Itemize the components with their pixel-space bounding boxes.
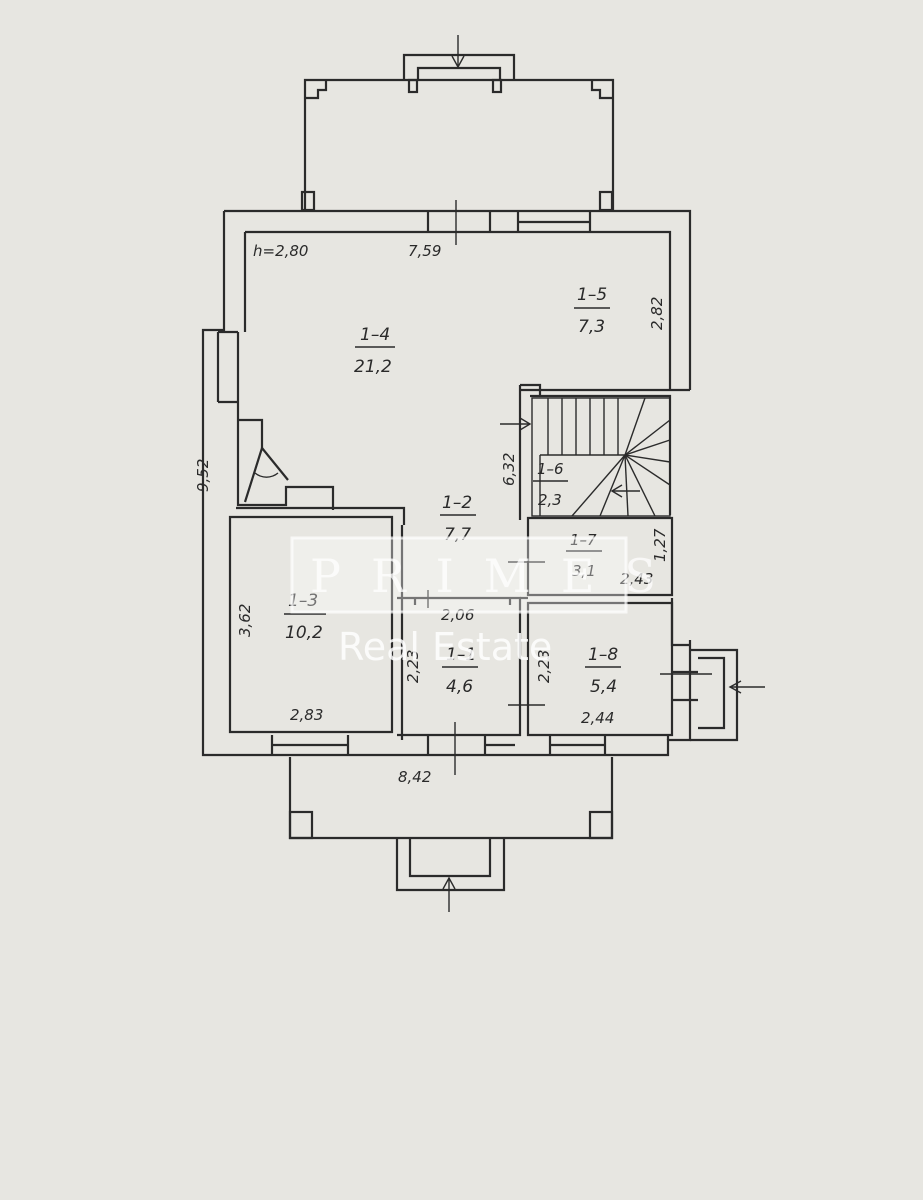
room-1-1-height-dimension: 2,23: [404, 650, 422, 683]
room-area: 2,3: [538, 491, 562, 509]
bottom-porch: [270, 722, 614, 912]
room-area: 5,4: [590, 677, 617, 697]
room-area: 7,3: [578, 317, 605, 337]
interior-walls: [228, 383, 690, 740]
room-area: 7,7: [444, 525, 471, 545]
room-1-5: 1–5 7,3: [574, 285, 610, 337]
watermark-logo-letters: PRIMES: [310, 549, 686, 603]
room-1-7-height-dimension: 1,27: [651, 528, 669, 562]
room-id: 1–8: [588, 645, 618, 665]
room-1-2: 1–2 7,7: [440, 493, 476, 545]
dimension-labels: h=2,80 7,59 8,42 9,52 6,32 2,82 3,62 2,8…: [194, 242, 669, 786]
room-1-7-width-dimension: 2,43: [620, 570, 653, 588]
right-porch: [660, 648, 765, 742]
left-height-dimension: 9,52: [194, 459, 212, 492]
stair-arrow: [610, 484, 640, 498]
watermark: PRIMES Real Estate: [290, 536, 686, 669]
room-labels: 1–4 21,2 1–5 7,3 1–6 2,3 1–2 7,7 1–7 3,1…: [284, 285, 621, 697]
room-1-8-width-dimension: 2,44: [581, 709, 614, 727]
room-id: 1–7: [570, 531, 597, 549]
staircase: [500, 397, 671, 517]
entrance-arrow-right: [728, 680, 765, 694]
room-1-6: 1–6 2,3: [533, 460, 568, 509]
room-1-3-width-dimension: 2,83: [290, 706, 323, 724]
exterior-walls: [201, 200, 692, 757]
watermark-subtitle: Real Estate: [338, 625, 552, 669]
room-id: 1–2: [442, 493, 472, 513]
ceiling-height-label: h=2,80: [253, 242, 308, 260]
top-width-dimension: 7,59: [408, 242, 441, 260]
entrance-arrow-top: [451, 35, 465, 69]
top-porch: [300, 35, 615, 212]
room-id: 1–6: [537, 460, 564, 478]
room-area: 4,6: [446, 677, 473, 697]
stair-height-dimension: 6,32: [500, 453, 518, 486]
room-1-8: 1–8 5,4: [585, 645, 621, 697]
room-area: 10,2: [285, 623, 323, 643]
room-1-3-height-dimension: 3,62: [236, 604, 254, 637]
room-area: 21,2: [354, 357, 392, 377]
room-id: 1–5: [577, 285, 607, 305]
room-1-3: 1–3 10,2: [284, 591, 326, 643]
stair-entry-arrow: [500, 417, 532, 431]
bottom-width-dimension: 8,42: [398, 768, 431, 786]
room-1-8-height-dimension: 2,23: [535, 650, 553, 683]
entrance-arrow-bottom: [442, 876, 456, 912]
room-1-1: 1–1 4,6: [442, 645, 478, 697]
room-1-7: 1–7 3,1: [566, 531, 602, 580]
room-id: 1–4: [360, 325, 390, 345]
room-id: 1–3: [288, 591, 318, 611]
room-area: 3,1: [572, 562, 596, 580]
room-1-5-height-dimension: 2,82: [648, 297, 666, 330]
room-id: 1–1: [446, 645, 476, 665]
room-1-4: 1–4 21,2: [354, 325, 395, 377]
